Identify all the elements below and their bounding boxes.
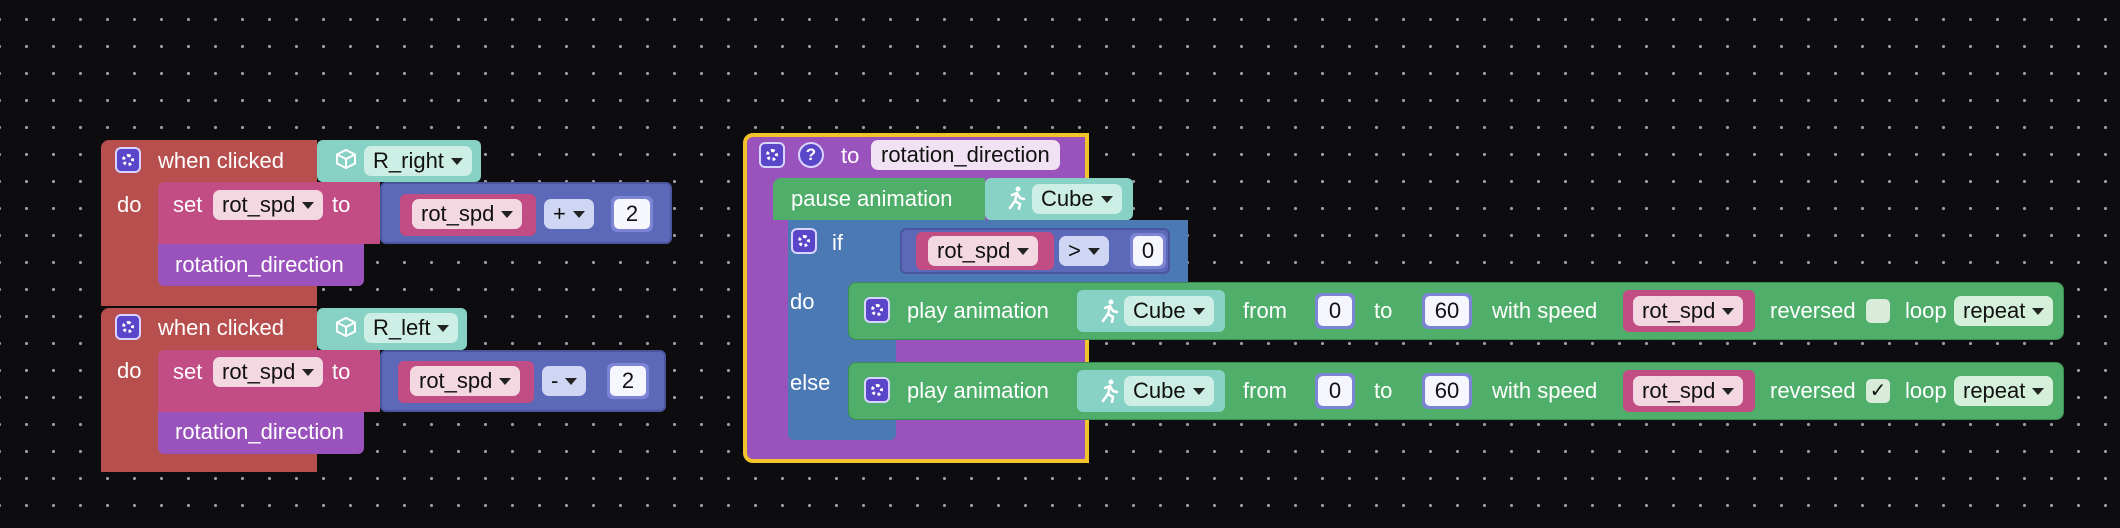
procedure-call-block[interactable] bbox=[158, 244, 364, 286]
running-figure-icon bbox=[1101, 379, 1119, 403]
operator-dropdown[interactable]: - bbox=[542, 366, 587, 396]
gear-icon[interactable] bbox=[115, 147, 141, 173]
number-input[interactable]: 2 bbox=[607, 363, 649, 399]
procedure-name-field[interactable]: rotation_direction bbox=[871, 140, 1060, 170]
from-label: from bbox=[1243, 298, 1287, 323]
mesh-dropdown[interactable]: R_left bbox=[364, 313, 459, 343]
gear-icon[interactable] bbox=[864, 297, 890, 323]
condition-variable-dropdown[interactable]: rot_spd bbox=[928, 236, 1039, 266]
number-input[interactable]: 0 bbox=[1130, 233, 1166, 269]
comparison-operator-dropdown[interactable]: > bbox=[1059, 236, 1109, 266]
speed-variable-dropdown[interactable]: rot_spd bbox=[1633, 296, 1744, 326]
to-number-input[interactable]: 60 bbox=[1422, 373, 1472, 409]
to-label: to bbox=[841, 143, 860, 168]
cube-icon bbox=[336, 316, 356, 338]
loop-dropdown[interactable]: repeat bbox=[1954, 376, 2054, 406]
to-label: to bbox=[332, 192, 351, 217]
gear-icon[interactable] bbox=[115, 314, 141, 340]
pause-animation-label: pause animation bbox=[791, 186, 953, 211]
with-speed-label: with speed bbox=[1492, 378, 1598, 403]
procedure-call-label: rotation_direction bbox=[175, 419, 344, 444]
else-label: else bbox=[790, 370, 831, 395]
with-speed-label: with speed bbox=[1492, 298, 1598, 323]
from-number-input[interactable]: 0 bbox=[1315, 293, 1355, 329]
loop-dropdown[interactable]: repeat bbox=[1954, 296, 2054, 326]
help-icon[interactable]: ? bbox=[798, 142, 824, 168]
to-label: to bbox=[1374, 378, 1393, 403]
variable-dropdown[interactable]: rot_spd bbox=[213, 190, 324, 220]
math-variable-dropdown[interactable]: rot_spd bbox=[412, 199, 523, 229]
when-clicked-label: when clicked bbox=[158, 148, 284, 173]
do-label: do bbox=[117, 192, 142, 217]
procedure-call-label: rotation_direction bbox=[175, 252, 344, 277]
mesh-dropdown[interactable]: R_right bbox=[364, 146, 472, 176]
to-label: to bbox=[1374, 298, 1393, 323]
running-figure-icon bbox=[1101, 299, 1119, 323]
if-label: if bbox=[832, 230, 843, 255]
do-label: do bbox=[117, 358, 142, 383]
pause-animation-block[interactable] bbox=[773, 178, 985, 220]
from-number-input[interactable]: 0 bbox=[1315, 373, 1355, 409]
procedure-call-block[interactable] bbox=[158, 412, 364, 454]
gear-icon[interactable] bbox=[791, 228, 817, 254]
set-label: set bbox=[173, 359, 203, 384]
loop-label: loop bbox=[1905, 378, 1947, 403]
running-figure-icon bbox=[1008, 186, 1026, 210]
variable-dropdown[interactable]: rot_spd bbox=[213, 357, 324, 387]
play-animation-label: play animation bbox=[907, 378, 1049, 403]
do-label: do bbox=[790, 289, 815, 314]
cube-icon bbox=[336, 148, 356, 170]
speed-variable-dropdown[interactable]: rot_spd bbox=[1633, 376, 1744, 406]
reversed-label: reversed bbox=[1770, 298, 1856, 323]
when-clicked-label: when clicked bbox=[158, 315, 284, 340]
set-label: set bbox=[173, 192, 203, 217]
gear-icon[interactable] bbox=[759, 142, 785, 168]
reversed-label: reversed bbox=[1770, 378, 1856, 403]
from-label: from bbox=[1243, 378, 1287, 403]
gear-icon[interactable] bbox=[864, 377, 890, 403]
loop-label: loop bbox=[1905, 298, 1947, 323]
mesh-dropdown[interactable]: Cube bbox=[1124, 296, 1214, 326]
if-else-footer bbox=[788, 422, 896, 440]
reversed-checkbox[interactable] bbox=[1866, 299, 1890, 323]
math-variable-dropdown[interactable]: rot_spd bbox=[410, 366, 521, 396]
to-label: to bbox=[332, 359, 351, 384]
reversed-checkbox[interactable]: ✓ bbox=[1866, 379, 1890, 403]
number-input[interactable]: 2 bbox=[611, 196, 653, 232]
operator-dropdown[interactable]: + bbox=[544, 199, 594, 229]
mesh-dropdown[interactable]: Cube bbox=[1032, 184, 1122, 214]
event-block-r-left-footer bbox=[101, 454, 317, 472]
mesh-dropdown[interactable]: Cube bbox=[1124, 376, 1214, 406]
to-number-input[interactable]: 60 bbox=[1422, 293, 1472, 329]
play-animation-label: play animation bbox=[907, 298, 1049, 323]
event-block-r-right-footer bbox=[101, 292, 317, 306]
